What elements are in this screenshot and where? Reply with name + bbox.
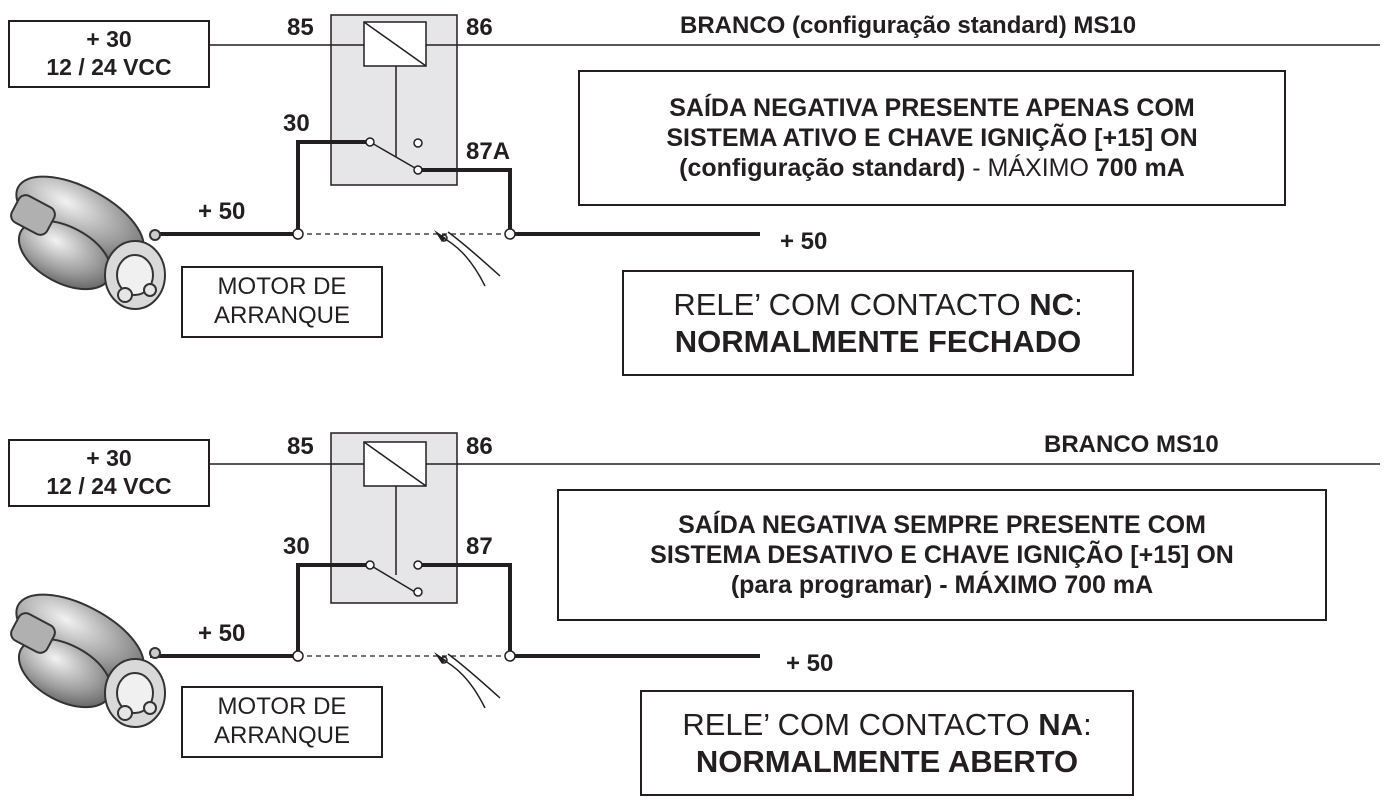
notice-box: SAÍDA NEGATIVA SEMPRE PRESENTE COM SISTE… — [557, 489, 1327, 621]
notice-box: SAÍDA NEGATIVA PRESENTE APENAS COM SISTE… — [578, 70, 1286, 206]
supply-box: + 30 12 / 24 VCC — [8, 20, 210, 88]
pin-86-label: 86 — [466, 433, 493, 460]
notice-line: SISTEMA DESATIVO E CHAVE IGNIÇÃO [+15] O… — [650, 541, 1234, 569]
diagram-1-drawing — [2, 14, 1380, 310]
notice-line: SAÍDA NEGATIVA SEMPRE PRESENTE COM — [678, 511, 1206, 539]
motor-label-box: MOTOR DE ARRANQUE — [181, 266, 383, 338]
relay-switch — [369, 564, 416, 593]
wire-label: BRANCO (configuração standard) MS10 — [680, 12, 1137, 39]
plus50-right-label: + 50 — [786, 650, 834, 677]
wire-cutter-icon — [433, 651, 501, 709]
supply-label: + 30 — [86, 26, 132, 53]
pin-87a-label: 87A — [466, 138, 511, 165]
relay-type-line: RELE’ COM CONTACTO NC: — [673, 286, 1083, 322]
voltage-label: 12 / 24 VCC — [46, 54, 172, 80]
relay-switch — [369, 141, 416, 169]
plus50-right-label: + 50 — [780, 228, 828, 255]
voltage-label: 12 / 24 VCC — [46, 473, 172, 499]
wire-30 — [150, 140, 366, 236]
pin-86-label: 86 — [466, 14, 493, 41]
motor-line: MOTOR DE — [217, 273, 347, 301]
plus50-left-label: + 50 — [198, 198, 246, 225]
wire-30 — [150, 563, 366, 658]
plus50-left-label: + 50 — [198, 620, 246, 647]
notice-line: SISTEMA ATIVO E CHAVE IGNIÇÃO [+15] ON — [666, 124, 1198, 152]
pin-30-label: 30 — [283, 533, 310, 560]
motor-line: MOTOR DE — [217, 693, 347, 721]
relay-type-line: RELE’ COM CONTACTO NA: — [682, 706, 1092, 742]
pin-87-label: 87 — [466, 533, 493, 560]
starter-motor-icon — [2, 157, 167, 310]
supply-label: + 30 — [86, 445, 132, 472]
pin-85-label: 85 — [287, 433, 314, 460]
wire-87a — [422, 168, 760, 236]
motor-line: ARRANQUE — [213, 722, 351, 749]
supply-box: + 30 12 / 24 VCC — [8, 439, 210, 507]
motor-line: ARRANQUE — [213, 302, 351, 329]
wire-87 — [422, 563, 760, 658]
relay-type-box: RELE’ COM CONTACTO NA: NORMALMENTE ABERT… — [640, 690, 1134, 796]
notice-line: (para programar) - MÁXIMO 700 mA — [730, 571, 1154, 599]
relay-type-line: NORMALMENTE ABERTO — [695, 744, 1079, 779]
wire-label: BRANCO MS10 — [1044, 431, 1219, 458]
notice-line: SAÍDA NEGATIVA PRESENTE APENAS COM — [669, 94, 1195, 122]
relay-type-box: RELE’ COM CONTACTO NC: NORMALMENTE FECHA… — [622, 270, 1134, 376]
diagram-2-drawing — [2, 432, 1380, 728]
pin-85-label: 85 — [287, 14, 314, 41]
relay-type-line: NORMALMENTE FECHADO — [674, 324, 1082, 359]
starter-motor-icon — [2, 575, 167, 728]
pin-30-label: 30 — [283, 110, 310, 137]
notice-line: (configuração standard) - MÁXIMO 700 mA — [679, 154, 1185, 182]
wire-cutter-icon — [433, 229, 501, 287]
motor-label-box: MOTOR DE ARRANQUE — [181, 686, 383, 758]
